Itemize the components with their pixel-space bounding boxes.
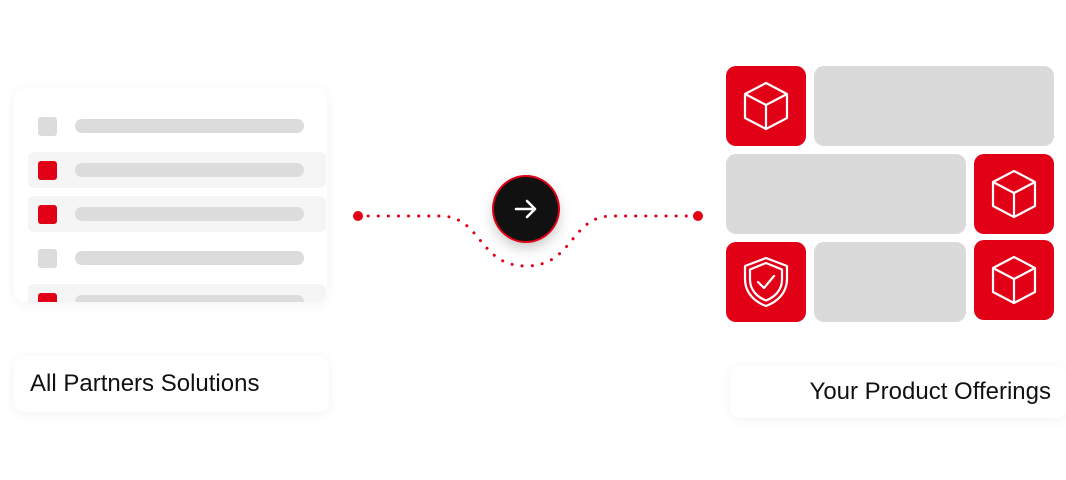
product-placeholder bbox=[814, 242, 966, 322]
product-tile[interactable] bbox=[974, 240, 1054, 320]
unselected-checkbox[interactable] bbox=[38, 249, 57, 268]
product-tile[interactable] bbox=[726, 66, 806, 146]
partner-solutions-list bbox=[14, 88, 327, 302]
cube-icon bbox=[991, 169, 1037, 219]
arrow-button[interactable] bbox=[494, 177, 558, 241]
placeholder-bar bbox=[75, 119, 304, 133]
placeholder-bar bbox=[75, 207, 304, 221]
selected-checkbox[interactable] bbox=[38, 161, 57, 180]
product-placeholder bbox=[814, 66, 1054, 146]
placeholder-bar bbox=[75, 295, 304, 302]
selected-checkbox[interactable] bbox=[38, 293, 57, 302]
connector-start-dot bbox=[353, 211, 363, 221]
partners-caption: All Partners Solutions bbox=[14, 356, 329, 412]
offerings-caption: Your Product Offerings bbox=[731, 366, 1066, 418]
list-item[interactable] bbox=[28, 284, 326, 302]
list-item[interactable] bbox=[28, 196, 326, 232]
unselected-checkbox[interactable] bbox=[38, 117, 57, 136]
cube-icon bbox=[743, 81, 789, 131]
product-placeholder bbox=[726, 154, 966, 234]
placeholder-bar bbox=[75, 251, 304, 265]
product-tile[interactable] bbox=[726, 242, 806, 322]
selected-checkbox[interactable] bbox=[38, 205, 57, 224]
arrow-right-icon bbox=[514, 199, 537, 219]
connector-end-dot bbox=[693, 211, 703, 221]
list-item[interactable] bbox=[28, 152, 326, 188]
list-item[interactable] bbox=[28, 240, 326, 276]
product-tile[interactable] bbox=[974, 154, 1054, 234]
cube-icon bbox=[991, 255, 1037, 305]
shield-check-icon bbox=[743, 256, 789, 308]
placeholder-bar bbox=[75, 163, 304, 177]
list-item[interactable] bbox=[28, 108, 326, 144]
